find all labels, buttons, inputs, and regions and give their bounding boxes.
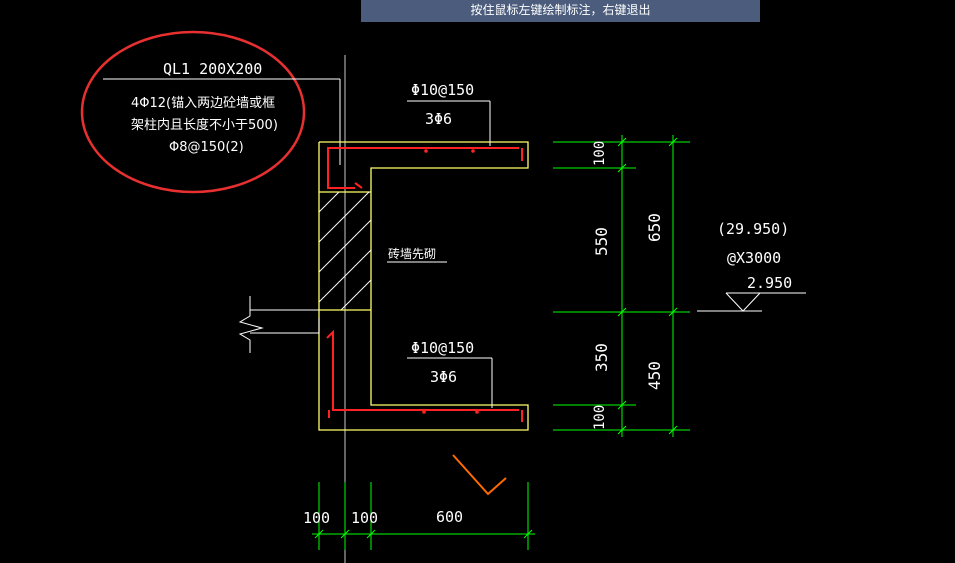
beam-label: QL1 200X200 xyxy=(163,60,262,78)
rebar-lines xyxy=(326,147,523,422)
wall-note: 砖墙先砌 xyxy=(388,246,436,261)
vertical-dimension-lines xyxy=(553,135,690,437)
hdim-1: 100 xyxy=(303,509,330,527)
bottom-slab-leader xyxy=(407,357,493,408)
top-slab-dist-bar: 3Φ6 xyxy=(425,110,452,128)
bottom-slab-dist-bar: 3Φ6 xyxy=(430,368,457,386)
command-prompt-bar: 按住鼠标左键绘制标注，右键退出 xyxy=(361,0,760,22)
dim-outer-2: 450 xyxy=(645,361,664,390)
brick-wall-hatch xyxy=(318,191,372,311)
annotation-leader xyxy=(103,78,341,165)
cursor-mark-icon xyxy=(452,454,507,496)
elevation-line1: (29.950) xyxy=(717,220,789,238)
distribution-bars xyxy=(422,149,479,414)
elevation-symbol xyxy=(697,292,806,312)
rebar-main-line2: 架柱内且长度不小于500) xyxy=(131,117,278,133)
top-slab-rebar: Φ10@150 xyxy=(411,81,474,99)
bottom-slab-rebar: Φ10@150 xyxy=(411,339,474,357)
top-slab-leader xyxy=(407,100,491,146)
dim-outer-1: 650 xyxy=(645,213,664,242)
command-prompt-text: 按住鼠标左键绘制标注，右键退出 xyxy=(470,3,651,17)
highlight-circle xyxy=(80,30,306,194)
dim-inner-2: 550 xyxy=(592,227,611,256)
dim-inner-4: 100 xyxy=(592,405,608,430)
slab-break-line xyxy=(238,296,320,353)
elevation-line2: @X3000 xyxy=(727,249,781,267)
section-outline xyxy=(318,141,529,431)
elevation-value: 2.950 xyxy=(747,274,792,292)
dim-inner-1: 100 xyxy=(592,141,608,166)
hdim-2: 100 xyxy=(351,509,378,527)
horizontal-dimension-lines xyxy=(312,482,535,550)
dim-inner-3: 350 xyxy=(592,343,611,372)
rebar-main-line1: 4Φ12(锚入两边砼墙或框 xyxy=(131,96,275,111)
stirrup-label: Φ8@150(2) xyxy=(169,140,244,155)
hdim-3: 600 xyxy=(436,508,463,526)
